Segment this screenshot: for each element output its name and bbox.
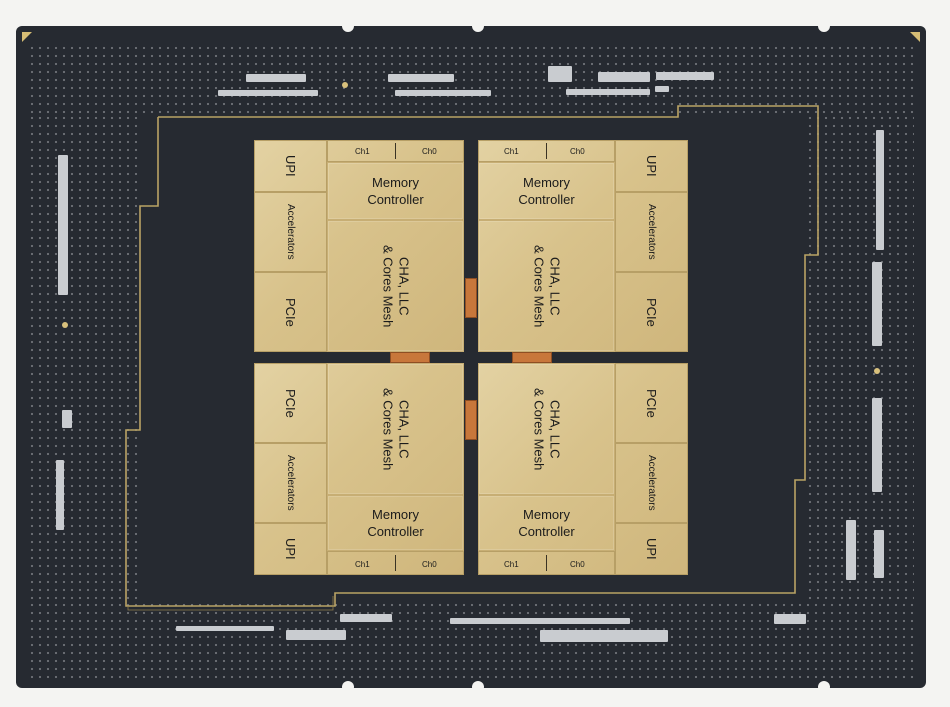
mesh-label-line2: & Cores Mesh (380, 244, 396, 328)
package-notch (818, 681, 830, 693)
pcie-label: PCIe (283, 388, 298, 418)
memory-controller-label-line1: Memory (372, 175, 419, 190)
upi-block: UPI (254, 523, 327, 575)
memory-controller-block: Memory Controller (478, 495, 615, 551)
memory-controller-label-line1: Memory (523, 175, 570, 190)
mesh-label-line2: & Cores Mesh (380, 387, 396, 471)
compute-tile-bottom-left: PCIe Accelerators UPI CHA, LLC & Cores M… (254, 363, 464, 575)
channel-0-label: Ch0 (422, 560, 437, 569)
compute-tile-bottom-right: PCIe Accelerators UPI CHA, LLC & Cores M… (478, 363, 688, 575)
fiducial-icon (874, 368, 880, 374)
package-notch (818, 20, 830, 32)
memory-channels (478, 140, 615, 162)
mesh-label-line1: CHA, LLC (547, 399, 563, 459)
channel-1-label: Ch1 (355, 560, 370, 569)
memory-controller-label-line2: Controller (367, 524, 424, 539)
upi-block: UPI (254, 140, 327, 192)
memory-controller-block: Memory Controller (327, 495, 464, 551)
memory-channels (327, 140, 464, 162)
fiducial-icon (62, 322, 68, 328)
emib-bridge (390, 352, 430, 363)
cha-llc-cores-mesh-block: CHA, LLC & Cores Mesh (478, 363, 615, 495)
pad-field-bottom (28, 601, 914, 679)
memory-controller-block: Memory Controller (327, 162, 464, 220)
pad-field-top (28, 44, 914, 114)
upi-label: UPI (283, 538, 298, 560)
accelerators-block: Accelerators (615, 443, 688, 523)
package-notch (472, 20, 484, 32)
compute-tile-top-right: UPI Accelerators PCIe Ch1 Ch0 Memory Con… (478, 140, 688, 352)
pad-field-left (28, 114, 138, 601)
emib-bridge (512, 352, 552, 363)
memory-channels (327, 551, 464, 575)
pcie-label: PCIe (644, 388, 659, 418)
memory-controller-label-line2: Controller (518, 524, 575, 539)
emib-bridge (465, 278, 477, 318)
channel-0-label: Ch0 (422, 147, 437, 156)
memory-controller-label-line1: Memory (372, 507, 419, 522)
mesh-label-line1: CHA, LLC (396, 256, 412, 316)
pcie-block: PCIe (615, 272, 688, 352)
channel-1-label: Ch1 (504, 560, 519, 569)
corner-marker-icon (910, 32, 920, 42)
upi-label: UPI (283, 155, 298, 177)
upi-label: UPI (644, 538, 659, 560)
channel-0-label: Ch0 (570, 147, 585, 156)
accelerators-label: Accelerators (646, 204, 657, 260)
pad-field-right (806, 114, 914, 601)
accelerators-label: Accelerators (646, 455, 657, 511)
cha-llc-cores-mesh-block: CHA, LLC & Cores Mesh (478, 220, 615, 352)
upi-block: UPI (615, 523, 688, 575)
channel-1-label: Ch1 (504, 147, 519, 156)
mesh-label-line2: & Cores Mesh (531, 387, 547, 471)
emib-bridge (465, 400, 477, 440)
compute-tile-top-left: UPI Accelerators PCIe Ch1 Ch0 Memory Con… (254, 140, 464, 352)
pcie-block: PCIe (615, 363, 688, 443)
channel-1-label: Ch1 (355, 147, 370, 156)
accelerators-block: Accelerators (254, 443, 327, 523)
pcie-block: PCIe (254, 363, 327, 443)
accelerators-label: Accelerators (285, 455, 296, 511)
memory-controller-label-line2: Controller (518, 192, 575, 207)
cpu-package-substrate (16, 26, 926, 688)
pcie-block: PCIe (254, 272, 327, 352)
package-notch (342, 20, 354, 32)
upi-block: UPI (615, 140, 688, 192)
memory-controller-label-line2: Controller (367, 192, 424, 207)
package-notch (472, 681, 484, 693)
memory-controller-block: Memory Controller (478, 162, 615, 220)
upi-label: UPI (644, 155, 659, 177)
pcie-label: PCIe (644, 297, 659, 327)
memory-channels (478, 551, 615, 575)
memory-controller-label-line1: Memory (523, 507, 570, 522)
pin1-marker-icon (22, 32, 32, 42)
accelerators-block: Accelerators (615, 192, 688, 272)
mesh-label-line2: & Cores Mesh (531, 244, 547, 328)
cha-llc-cores-mesh-block: CHA, LLC & Cores Mesh (327, 220, 464, 352)
fiducial-icon (342, 82, 348, 88)
accelerators-block: Accelerators (254, 192, 327, 272)
channel-0-label: Ch0 (570, 560, 585, 569)
mesh-label-line1: CHA, LLC (547, 256, 563, 316)
package-notch (342, 681, 354, 693)
cha-llc-cores-mesh-block: CHA, LLC & Cores Mesh (327, 363, 464, 495)
mesh-label-line1: CHA, LLC (396, 399, 412, 459)
pcie-label: PCIe (283, 297, 298, 327)
accelerators-label: Accelerators (285, 204, 296, 260)
